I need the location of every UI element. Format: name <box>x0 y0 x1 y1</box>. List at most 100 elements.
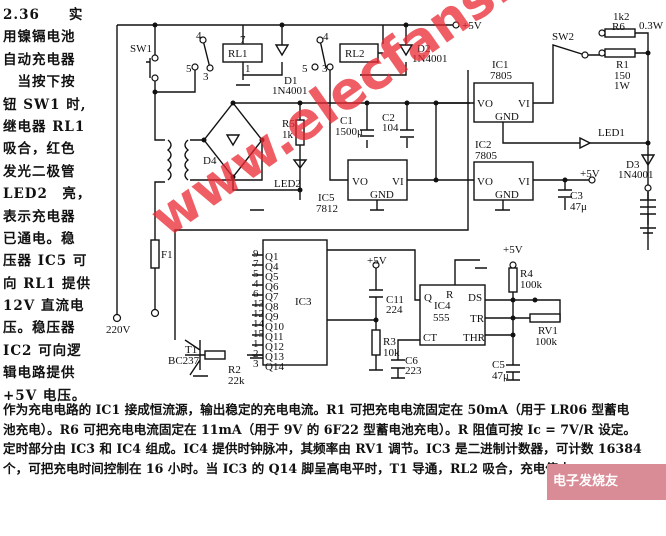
ic3-pin-number: 2 <box>253 348 259 360</box>
bridge-rectifier <box>203 101 263 179</box>
ic3-pin-label: Q6 <box>265 281 279 293</box>
circuit-diagram: SW1 RL1 RL2 4 5 3 7 1 4 5 3 D1 1N4001 D2… <box>106 11 664 387</box>
pin-vi: VI <box>392 176 404 188</box>
pin-label: 1 <box>245 63 251 75</box>
label-ic1-value: 7805 <box>490 70 513 82</box>
side-line: 钮 SW1 时, <box>3 96 87 113</box>
label-plus5v: +5V <box>367 255 387 267</box>
label-r1: R1 <box>616 59 629 71</box>
label-d1: D1 <box>284 75 297 87</box>
label-ic5-value: 7812 <box>316 203 338 215</box>
label-c11-value: 224 <box>386 304 403 316</box>
side-line: 吸合，红色 <box>3 141 76 158</box>
potentiometer-rv1 <box>529 313 561 323</box>
ic3-pin-number: 3 <box>253 358 259 370</box>
resistor-r5 <box>295 119 305 146</box>
transformer <box>166 139 190 181</box>
pin-label: 4 <box>196 30 202 42</box>
side-line: 压器 IC5 可 <box>3 253 88 270</box>
label-r6: R6 <box>612 21 625 33</box>
pin-ct: CT <box>423 332 437 344</box>
label-ic4: IC4 <box>434 300 451 312</box>
resistor-r3 <box>371 329 381 356</box>
label-r6-value: 1k2 <box>613 11 630 23</box>
pin-gnd: GND <box>495 111 519 123</box>
label-c3-value: 47μ <box>570 201 587 213</box>
label-ic2-value: 7805 <box>475 150 498 162</box>
ground-symbols <box>193 84 656 381</box>
ic3-pin-label: Q11 <box>265 331 284 343</box>
side-line: 辑电路提供 <box>3 365 76 382</box>
side-line: +5V 电压。 <box>3 387 87 404</box>
ic3-pin-label: Q13 <box>265 351 284 363</box>
label-rl1: RL1 <box>228 48 248 60</box>
ic1-regulator <box>473 82 534 123</box>
label-r2: R2 <box>228 364 241 376</box>
label-c3: C3 <box>570 190 583 202</box>
pin-q: Q <box>424 292 432 304</box>
body-line: 作为充电电路的 IC1 接成恒流源，输出稳定的充电电流。R1 可把充电电流固定在… <box>3 402 630 417</box>
ic3-pin-label: Q5 <box>265 271 279 283</box>
ic3-pin-label: Q4 <box>265 261 279 273</box>
label-t1: T1 <box>185 344 197 356</box>
ic3-counter <box>262 239 328 366</box>
ic5-regulator <box>347 159 408 201</box>
label-f1: F1 <box>161 249 173 261</box>
label-ic1: IC1 <box>492 59 509 71</box>
label-d4: D4 <box>203 155 217 167</box>
label-ic2: IC2 <box>475 139 492 151</box>
side-line: 压。稳压器 <box>3 320 76 337</box>
body-paragraph: 作为充电电路的 IC1 接成恒流源，输出稳定的充电电流。R1 可把充电电流固定在… <box>3 400 663 478</box>
label-d3-value: 1N4001 <box>618 169 653 181</box>
label-plus5v: +5V <box>462 20 482 32</box>
label-plus5v: +5V <box>580 168 600 180</box>
label-r1-power: 1W <box>614 80 631 92</box>
label-ic5: IC5 <box>318 192 335 204</box>
fuse-f1 <box>150 239 160 269</box>
label-d1-value: 1N4001 <box>272 85 307 97</box>
label-r6-power: 0.3W <box>639 20 664 32</box>
label-c2-value: 104 <box>382 122 399 134</box>
label-220v: 220V <box>106 324 131 336</box>
ic3-pin-label: Q8 <box>265 301 279 313</box>
wires <box>116 24 649 380</box>
ic3-pin-number: 14 <box>253 318 265 330</box>
label-r5-value: 1k <box>282 129 294 141</box>
label-plus5v: +5V <box>503 244 523 256</box>
label-c1-value: 1500μ <box>335 126 363 138</box>
side-line: LED2 亮， <box>3 186 92 203</box>
side-line: 向 RL1 提供 <box>3 275 92 292</box>
pin-vo: VO <box>352 176 368 188</box>
label-r4-value: 100k <box>520 279 543 291</box>
label-r4: R4 <box>520 268 533 280</box>
pin-label: 3 <box>203 71 209 83</box>
components <box>112 21 656 381</box>
body-line: 定时部分由 IC3 和 IC4 组成。IC4 提供时钟脉冲，其频率由 RV1 调… <box>3 441 642 456</box>
label-c1: C1 <box>340 115 353 127</box>
capacitors <box>360 129 572 373</box>
pin-label: 5 <box>186 63 192 75</box>
ic3-pin-label: Q12 <box>265 341 284 353</box>
label-rl2: RL2 <box>345 48 365 60</box>
label-led2: LED2 <box>274 178 301 190</box>
side-line: 当按下按 <box>3 74 76 91</box>
label-r3-value: 10k <box>383 347 400 359</box>
ic3-pin-label: Q1 <box>265 251 278 263</box>
label-c2: C2 <box>382 112 395 124</box>
relay-rl2 <box>339 43 379 63</box>
label-rv1-value: 100k <box>535 336 558 348</box>
label-r2-value: 22k <box>228 375 245 387</box>
label-d3: D3 <box>626 159 640 171</box>
ic3-pin-number: 1 <box>253 338 259 350</box>
body-line: 池充电）。R6 可把充电电流固定在 11mA（用于 9V 的 6F22 型蓄电池… <box>3 421 637 437</box>
labels: SW1 RL1 RL2 4 5 3 7 1 4 5 3 D1 1N4001 D2… <box>106 11 664 387</box>
pin-vi: VI <box>518 98 530 110</box>
label-d2: D2 <box>417 43 430 55</box>
side-line: 自动充电器 <box>3 51 76 68</box>
pin-label: 3 <box>322 63 328 75</box>
side-line: 继电器 RL1 <box>3 118 86 135</box>
ic3-pin-number: 13 <box>253 298 265 310</box>
ic3-pin-number: 15 <box>253 328 265 340</box>
pin-vo: VO <box>477 98 493 110</box>
site-logo: 电子发烧友 elecfans.com <box>547 464 666 525</box>
